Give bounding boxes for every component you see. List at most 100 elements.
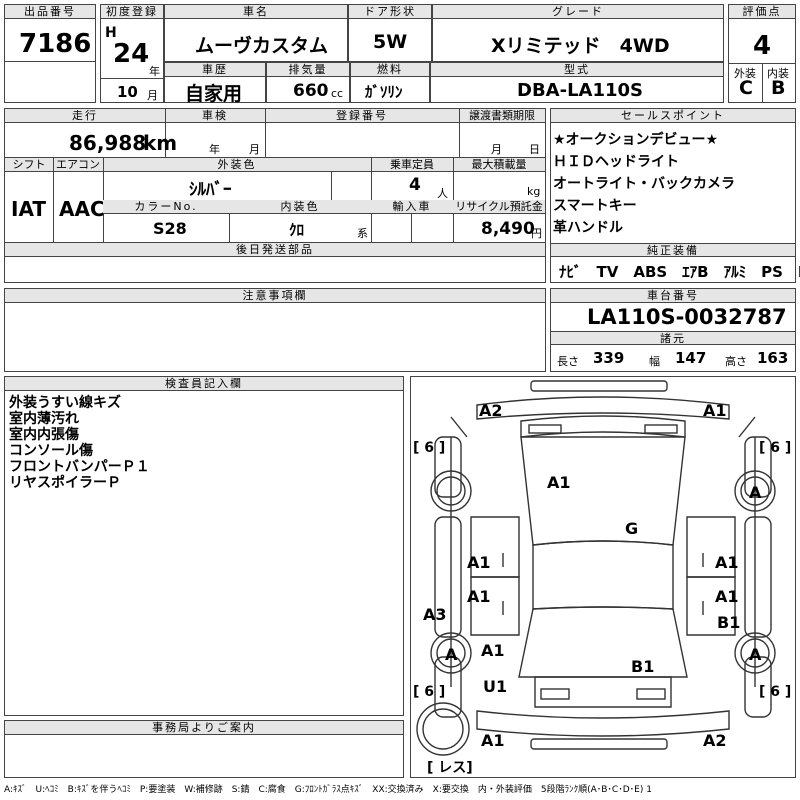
score-box: 評価点 4 外装 内装 C B	[728, 4, 796, 103]
inspection-label: 車検	[165, 109, 265, 123]
height: 163	[757, 349, 789, 367]
sales-point-item: ★オークションデビュー★	[553, 132, 719, 148]
damage-front-left: A2	[479, 401, 503, 420]
transfer-month-unit: 月	[491, 143, 502, 156]
wheel-damage-rr: A	[749, 645, 762, 664]
inspection-month-unit: 月	[249, 143, 260, 156]
model-code: DBA-LA110S	[517, 80, 643, 101]
damage-front-right-door: A1	[715, 553, 739, 572]
color-no: S28	[153, 219, 187, 238]
mileage-label: 走行	[5, 109, 165, 123]
score-value: 4	[753, 31, 772, 61]
lot-number: 7186	[19, 29, 92, 59]
int-score: B	[771, 77, 786, 99]
notes-label: 注意事項欄	[5, 289, 545, 303]
sales-point-item: スマートキー	[553, 198, 637, 214]
inspector-line: 外装うすい線キズ	[9, 395, 121, 411]
later-parts-label: 後日発送部品	[5, 243, 545, 257]
grade: Xリミテッド 4WD	[491, 35, 670, 57]
equipment: ﾅﾋﾞ TV ABS ｴｱB ｱﾙﾐ PS PW	[559, 263, 800, 281]
damage-rear-left-door: A1	[467, 587, 491, 606]
damage-roof-rear: B1	[631, 657, 655, 676]
inspector-line: フロントバンパーＰ１	[9, 459, 150, 475]
fuel-box: 燃料 ｶﾞｿﾘﾝ	[350, 62, 430, 103]
notes-box: 注意事項欄	[4, 288, 546, 372]
reg-no-label: 登録番号	[265, 109, 459, 123]
reg-year: 24	[113, 39, 150, 69]
int-score-label: 内装	[767, 67, 789, 80]
score-label: 評価点	[729, 5, 795, 19]
car-name: ムーヴカスタム	[195, 35, 329, 57]
equipment-label: 純正装備	[551, 243, 795, 257]
damage-left-rear-fender: A1	[481, 641, 505, 660]
tire-depth-tl: [ 6 ]	[413, 440, 446, 456]
inspection-year-unit: 年	[209, 143, 220, 156]
history-label: 車歴	[165, 63, 265, 77]
specs-label: 諸元	[551, 331, 795, 345]
capacity-label: 乗車定員	[371, 158, 453, 172]
displacement-unit: cc	[331, 87, 344, 100]
shift-label: シフト	[5, 158, 53, 172]
door-type: 5W	[373, 31, 408, 53]
color-no-label: カラーNo.	[103, 200, 229, 214]
capacity-unit: 人	[437, 187, 448, 200]
inspector-label: 検査員記入欄	[5, 377, 403, 391]
lot-number-label: 出品番号	[5, 5, 95, 19]
car-name-label: 車名	[165, 5, 347, 19]
transfer-label: 譲渡書類期限	[459, 109, 545, 123]
displacement: 660	[293, 81, 329, 101]
int-color-label: 内装色	[229, 200, 371, 214]
damage-rear-right: A2	[703, 731, 727, 750]
sales-point-item: ＨＩＤヘッドライト	[553, 154, 679, 170]
capacity: 4	[409, 175, 421, 195]
history: 自家用	[185, 83, 243, 105]
lot-number-box: 出品番号 7186	[4, 4, 96, 103]
damage-left-sill: A3	[423, 605, 447, 624]
fuel-label: 燃料	[351, 63, 429, 77]
office-label: 事務局よりご案内	[5, 721, 403, 735]
damage-front-left-door: A1	[467, 553, 491, 572]
grade-box: グレード Xリミテッド 4WD	[432, 4, 724, 62]
year-unit: 年	[149, 65, 160, 78]
car-outline	[416, 380, 776, 756]
chassis-number: LA110S-0032787	[587, 305, 787, 329]
damage-windshield: G	[625, 519, 639, 538]
tire-depth-bl: [ 6 ]	[413, 684, 446, 700]
int-color-unit: 系	[357, 227, 368, 240]
inspector-line: 室内薄汚れ	[9, 411, 79, 427]
recycle: 8,490	[481, 219, 535, 239]
mileage: 86,988	[69, 131, 147, 155]
shift: IAT	[11, 197, 47, 221]
damage-rear-right-door: A1	[715, 587, 739, 606]
sales-point-item: 革ハンドル	[553, 220, 623, 236]
reg-month: 10	[117, 83, 138, 101]
car-name-box: 車名 ムーヴカスタム	[164, 4, 348, 62]
legend: A:ｷｽﾞ U:ﾍｺﾐ B:ｷｽﾞを伴うﾍｺﾐ P:要塗装 W:補修跡 S:錆 …	[4, 785, 652, 795]
era: H	[105, 25, 117, 41]
damage-front-right: A1	[703, 401, 727, 420]
height-label: 高さ	[725, 355, 747, 368]
inspector-line: リヤスポイラーＰ	[9, 475, 121, 491]
import-label: 輸入車	[371, 200, 453, 214]
damage-left-rear-dent: U1	[483, 677, 508, 696]
wheel-damage-fr: A	[749, 483, 762, 502]
ext-score: C	[739, 77, 753, 99]
info-block: 走行 車検 登録番号 譲渡書類期限 86,988 km 年 月 月 日 シフト …	[4, 108, 546, 283]
sales-points-label: セールスポイント	[551, 109, 795, 123]
damage-hood: A1	[547, 473, 571, 492]
first-registration-box: 初度登録 H 24 年 10 月	[100, 4, 164, 103]
width-label: 幅	[649, 355, 660, 368]
sales-points-box: セールスポイント ★オークションデビュー★ ＨＩＤヘッドライト オートライト・バ…	[550, 108, 800, 283]
damage-rear-left: A1	[481, 731, 505, 750]
mileage-unit: km	[143, 131, 178, 155]
ext-color-label: 外装色	[103, 158, 371, 172]
ext-color: ｼﾙﾊﾞｰ	[189, 180, 232, 200]
inspector-box: 検査員記入欄 外装うすい線キズ 室内薄汚れ 室内内張傷 コンソール傷 フロントバ…	[4, 376, 404, 716]
aircon-label: エアコン	[53, 158, 103, 172]
history-box: 車歴 自家用	[164, 62, 266, 105]
spare-tire-note: [ レス]	[427, 760, 473, 776]
width: 147	[675, 349, 707, 367]
aircon: AAC	[59, 197, 105, 221]
door-label: ドア形状	[349, 5, 431, 19]
length-label: 長さ	[557, 355, 579, 368]
